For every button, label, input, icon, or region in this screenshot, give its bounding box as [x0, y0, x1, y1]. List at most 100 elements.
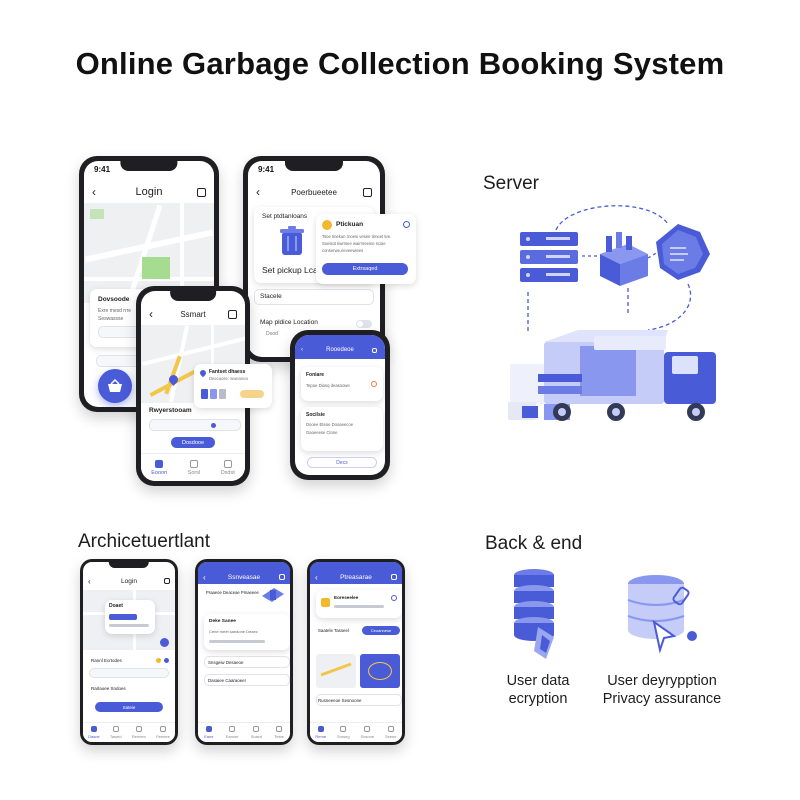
calendar-icon: [229, 726, 236, 732]
row-1-field[interactable]: [89, 668, 169, 678]
popup-line-1: Tsoe tinekun rnoesi vesee tirneet tire.: [322, 234, 392, 239]
menu-icon[interactable]: [197, 187, 206, 197]
back-icon[interactable]: ‹: [88, 576, 91, 586]
tab-1[interactable]: Reme: [315, 726, 326, 739]
pin-icon: [198, 368, 208, 378]
list-icon: [135, 726, 142, 732]
locate-icon[interactable]: [160, 638, 169, 647]
close-icon[interactable]: [403, 221, 410, 228]
user-decryption-caption: User deyrypption Privacy assurance: [602, 673, 722, 707]
tab-details[interactable]: Dsdst: [221, 459, 235, 476]
popup-action-button[interactable]: [240, 390, 264, 398]
list-icon: [253, 726, 260, 732]
home-icon: [205, 726, 212, 732]
card-line-1: Exre mesd rrre: [98, 308, 132, 314]
row-1: Saatele Tasseel: [318, 628, 349, 633]
popup-title: Fantset dhaess: [209, 369, 246, 375]
popup-line-3: conserwe,eeveewiees: [322, 248, 364, 253]
nav-bar: ‹ Login: [84, 181, 214, 203]
tab-2[interactable]: Sroseg: [337, 726, 350, 739]
status-badge[interactable]: Ceoannese: [362, 626, 400, 635]
location-label: Map pldice Location: [260, 319, 318, 326]
alert-icon: [371, 381, 377, 387]
phone-pickup: 9:41 ‹ Poerbueetee Set ptdtanloans Set p…: [243, 156, 385, 362]
phone-arch-login: ‹ Login Doaet Rannl Ecrtodes Rarlaoee Sn…: [80, 559, 178, 745]
submit-button[interactable]: Sateie: [95, 702, 163, 712]
tab-4[interactable]: Seene: [385, 726, 397, 739]
map-thumbnail-blue[interactable]: [360, 654, 400, 688]
back-icon[interactable]: ‹: [256, 185, 260, 199]
menu-icon[interactable]: [228, 309, 237, 319]
phone-arch-service: ‹ Ssnveasae Praaeoe Deaceae Pmaeeee Deke…: [195, 559, 293, 745]
block-title: Deke Sanee: [209, 619, 236, 624]
section-title: Set ptdtanloans: [262, 213, 308, 220]
booking-card[interactable]: Eoreseelee: [316, 590, 402, 618]
tab-3[interactable]: Reneen: [132, 726, 146, 739]
schedule-label: Stacele: [260, 293, 282, 300]
shield-icon: [656, 224, 710, 280]
back-icon[interactable]: ‹: [92, 185, 96, 199]
summary-button[interactable]: Dosdooe: [171, 437, 215, 448]
summary-label: Rwyerstooam: [149, 407, 192, 414]
nav-title: Rooedeoe: [326, 347, 354, 353]
schedule-field[interactable]: [254, 289, 374, 305]
item-line-2: Gaoeeese Clone: [306, 430, 338, 435]
map-thumbnail[interactable]: [316, 654, 356, 688]
phone-arch-booking: ‹ Ptreasarae Eoreseelee Saatele Tasseel …: [307, 559, 405, 745]
nav-bar: ‹ Ssmart: [141, 305, 245, 323]
nav-title: Login: [121, 577, 137, 585]
tab-2[interactable]: Eamoe: [226, 726, 238, 739]
menu-icon[interactable]: [372, 347, 377, 353]
document-icon: [223, 459, 232, 468]
server-illustration: [508, 205, 716, 421]
tab-home[interactable]: Eooon: [151, 459, 167, 476]
phone-details: ‹ Rooedeoe Foniare Tepoe Dianq deasoowe …: [290, 330, 390, 480]
pickup-popup: Ptickuan Tsoe tinekun rnoesi vesee tirne…: [316, 214, 416, 284]
tab-3[interactable]: Sosone: [361, 726, 374, 739]
basket-button[interactable]: [98, 369, 132, 403]
row-1: Rannl Ecrtodes: [91, 658, 122, 663]
item-line-1: Dooee Eteoe Dooaeecoe: [306, 422, 354, 427]
details-button[interactable]: Decs: [307, 457, 377, 468]
service-illustration-icon: [262, 588, 284, 602]
location-toggle[interactable]: [356, 320, 372, 328]
bins-icon: [201, 389, 226, 399]
info-card: Doaet: [105, 600, 155, 634]
page-title: Online Garbage Collection Booking System: [75, 46, 725, 81]
back-icon[interactable]: ‹: [149, 307, 153, 321]
nav-bar: ‹ Poerbueetee: [248, 181, 380, 203]
row-2: Dasaiee Caaraoeer: [208, 678, 247, 683]
back-icon[interactable]: ‹: [315, 572, 318, 582]
tab-3[interactable]: Soavd: [251, 726, 262, 739]
row-2: Rusneeeoe Sesnoone: [318, 698, 362, 703]
service-head: Praaeoe Deaceae Pmaeeee: [206, 590, 259, 595]
menu-icon[interactable]: [363, 187, 372, 197]
item-card-2[interactable]: Socilsie Dooee Eteoe Dooaeecoe Gaoeeese …: [301, 407, 383, 451]
tab-4[interactable]: Teste: [274, 726, 284, 739]
item-title: Socilsie: [306, 412, 325, 418]
back-icon[interactable]: ‹: [203, 572, 206, 582]
server-label: Server: [483, 173, 539, 194]
pickup-label: Set pickup Lcat: [262, 265, 321, 275]
coin-icon: [321, 598, 330, 607]
popup-confirm-button[interactable]: Extrsaqed: [322, 263, 408, 275]
menu-icon[interactable]: [164, 578, 170, 584]
home-icon: [317, 726, 324, 732]
menu-icon[interactable]: [391, 574, 397, 580]
service-block[interactable]: Deke Sanee Cene meet saeaone Deaec: [204, 614, 290, 650]
tab-1[interactable]: Eane: [204, 726, 213, 739]
phone-summary: ‹ Ssmart Rwyerstooam Dosdooe Eooon Sorsl…: [136, 286, 250, 486]
item-card-1[interactable]: Foniare Tepoe Dianq deasoowe: [301, 367, 383, 401]
tab-1[interactable]: Dasne: [88, 726, 100, 739]
close-icon[interactable]: [391, 595, 397, 601]
trash-bin-icon: [280, 226, 304, 255]
tab-2[interactable]: Tasetd: [110, 726, 122, 739]
back-icon[interactable]: ‹: [301, 347, 303, 353]
menu-icon[interactable]: [279, 574, 285, 580]
nav-title: Login: [135, 186, 163, 198]
summary-field[interactable]: [149, 419, 241, 431]
item-title: Foniare: [306, 372, 325, 378]
popup-title: Ptickuan: [336, 221, 364, 228]
tab-4[interactable]: Peeeee: [156, 726, 170, 739]
tab-search[interactable]: Sorsl: [188, 459, 200, 476]
